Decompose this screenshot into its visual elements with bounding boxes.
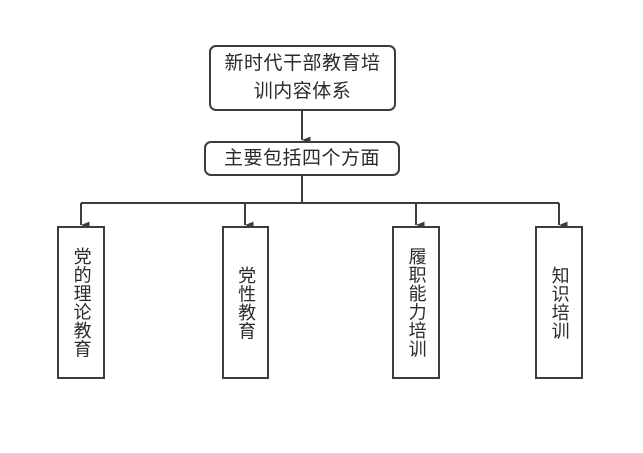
node-aspect-party-spirit-education[interactable]: 党性教育 — [222, 226, 269, 379]
node-subtitle[interactable]: 主要包括四个方面 — [204, 141, 400, 176]
node-aspect-2-label: 党性教育 — [235, 265, 257, 340]
node-aspect-job-capability-training[interactable]: 履职能力培训 — [392, 226, 440, 379]
node-aspect-party-theory-education[interactable]: 党的理论教育 — [57, 226, 105, 379]
node-aspect-3-label: 履职能力培训 — [405, 247, 427, 358]
node-aspect-4-label: 知识培训 — [548, 265, 570, 340]
node-subtitle-label: 主要包括四个方面 — [223, 146, 380, 169]
node-aspect-knowledge-training[interactable]: 知识培训 — [535, 226, 583, 379]
node-root-topic[interactable]: 新时代干部教育培 训内容体系 — [209, 45, 396, 111]
node-root-topic-label: 新时代干部教育培 训内容体系 — [224, 52, 381, 102]
node-aspect-1-label: 党的理论教育 — [70, 247, 92, 358]
